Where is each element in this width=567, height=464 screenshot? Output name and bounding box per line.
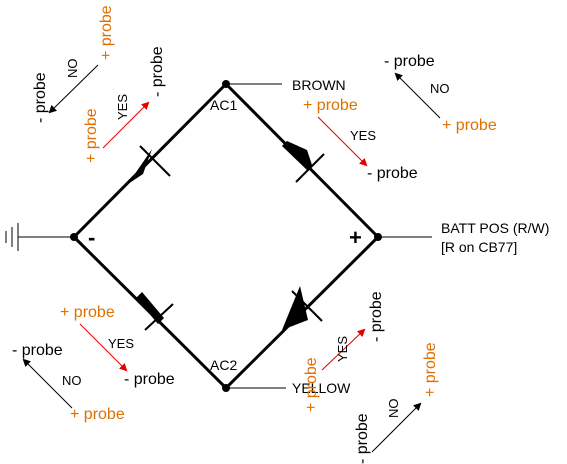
yes-label-ur: YES xyxy=(350,128,376,143)
pos-probe-ur2: + probe xyxy=(303,97,358,114)
pos-probe-ul2: + probe xyxy=(83,108,100,163)
no-arrow-lr xyxy=(371,402,422,453)
no-arrow-ur xyxy=(394,72,441,119)
batt-pos-label: BATT POS (R/W) xyxy=(441,220,549,236)
neg-probe-ll2: - probe xyxy=(12,342,63,359)
diode-lower-right xyxy=(282,286,323,330)
probe-group-upper-right: - probe NO + probe + probe YES - probe xyxy=(303,53,497,182)
batt-cb77-label: [R on CB77] xyxy=(441,239,517,255)
pos-probe-ul1: + probe xyxy=(98,5,115,60)
no-arrow-ll xyxy=(22,358,73,409)
minus-sign: - xyxy=(88,225,95,250)
diode-upper-left xyxy=(128,145,171,184)
no-arrow-ul xyxy=(48,64,99,114)
probe-group-upper-left: - probe + probe NO + probe YES - probe xyxy=(32,5,166,163)
plus-sign: + xyxy=(349,225,362,250)
no-label-ll: NO xyxy=(62,373,82,388)
neg-probe-ur2: - probe xyxy=(367,165,418,182)
yes-label-ll: YES xyxy=(108,336,134,351)
node-plus xyxy=(374,233,382,241)
yes-label-ul: YES xyxy=(115,94,130,120)
yes-label-lr: YES xyxy=(335,336,350,362)
neg-probe-ul1: - probe xyxy=(32,72,49,123)
neg-probe-lr1: - probe xyxy=(368,291,385,342)
neg-probe-ll1: - probe xyxy=(124,371,175,388)
probe-group-lower-left: + probe YES - probe - probe NO + probe xyxy=(12,304,175,423)
node-minus xyxy=(70,233,78,241)
diode-upper-right xyxy=(282,141,325,183)
neg-probe-ur1: - probe xyxy=(384,53,435,70)
diode-lower-left xyxy=(136,292,174,331)
brown-label: BROWN xyxy=(292,77,346,93)
node-ac1 xyxy=(222,80,230,88)
yes-arrow-ur xyxy=(317,116,368,167)
yes-arrow-lr xyxy=(321,328,366,371)
neg-probe-ul2: - probe xyxy=(149,46,166,97)
ground-symbol xyxy=(5,223,72,251)
no-label-ur: NO xyxy=(430,81,450,96)
pos-probe-ur1: + probe xyxy=(442,117,497,134)
probe-group-lower-right: + probe YES - probe - probe NO + probe xyxy=(303,291,439,464)
pos-probe-ll2: + probe xyxy=(70,406,125,423)
pos-probe-lr2: + probe xyxy=(422,342,439,397)
neg-probe-lr2: - probe xyxy=(354,413,371,464)
no-label-ul: NO xyxy=(65,59,80,79)
ac2-label: AC2 xyxy=(210,357,237,373)
ac1-label: AC1 xyxy=(210,97,237,113)
no-label-lr: NO xyxy=(386,399,401,419)
yes-arrow-ll xyxy=(79,323,128,372)
yes-arrow-ul xyxy=(102,101,150,149)
yellow-label: YELLOW xyxy=(292,380,351,396)
node-ac2 xyxy=(222,384,230,392)
pos-probe-lr1: + probe xyxy=(303,357,320,412)
pos-probe-ll1: + probe xyxy=(60,304,115,321)
